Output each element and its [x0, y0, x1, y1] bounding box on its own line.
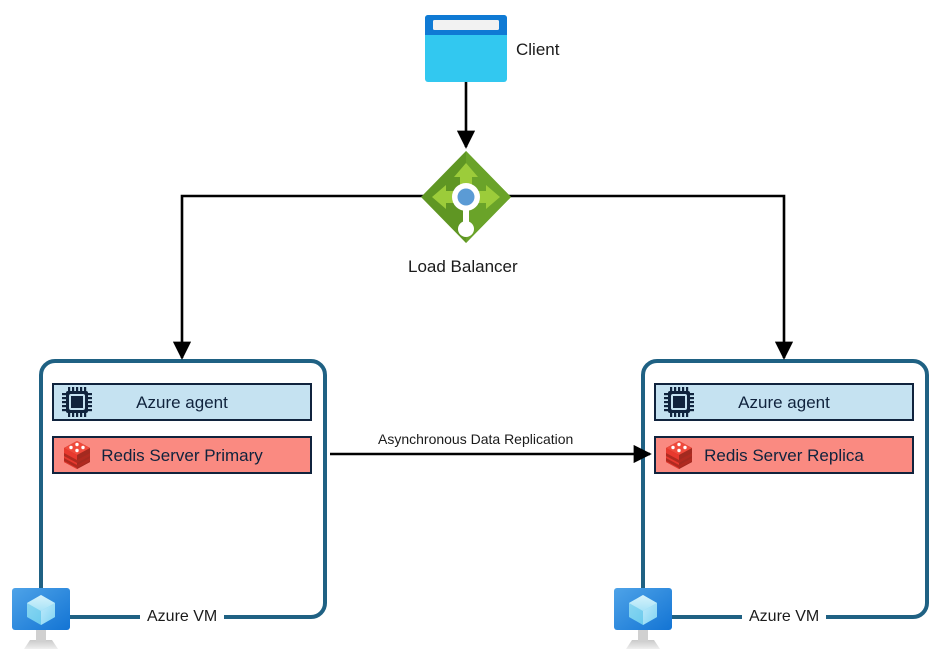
azure-vm-monitor-icon-primary: [12, 588, 70, 649]
browser-window-icon: [425, 15, 507, 82]
async-replication-label: Asynchronous Data Replication: [374, 432, 578, 446]
primary-azure-agent-box[interactable]: Azure agent: [52, 383, 312, 421]
azure-vm-monitor-icon-replica: [614, 588, 672, 649]
replica-vm-container: [641, 359, 929, 619]
replica-redis-box[interactable]: Redis Server Replica: [654, 436, 914, 474]
replica-azure-agent-box[interactable]: Azure agent: [654, 383, 914, 421]
load-balancer-diamond-icon: [421, 151, 511, 243]
primary-vm-caption: Azure VM: [140, 609, 225, 625]
primary-vm-container: [39, 359, 327, 619]
primary-vm-icon-stub: [39, 566, 108, 619]
primary-redis-label: Redis Server Primary: [101, 445, 263, 465]
replica-redis-label: Redis Server Replica: [704, 445, 864, 465]
replica-vm-caption: Azure VM: [742, 609, 827, 625]
replica-azure-agent-label: Azure agent: [738, 392, 830, 412]
primary-redis-box[interactable]: Redis Server Primary: [52, 436, 312, 474]
redis-cube-icon: [666, 441, 692, 469]
edge-load-balancer-to-primary: [172, 194, 424, 360]
client-label: Client: [516, 40, 560, 59]
primary-azure-agent-label: Azure agent: [136, 392, 228, 412]
redis-cube-icon: [64, 441, 90, 469]
edge-load-balancer-to-replica: [508, 194, 794, 360]
load-balancer-label: Load Balancer: [408, 257, 518, 276]
replica-vm-icon-stub: [641, 566, 710, 619]
cpu-chip-icon: [664, 387, 694, 417]
cpu-chip-icon: [62, 387, 92, 417]
